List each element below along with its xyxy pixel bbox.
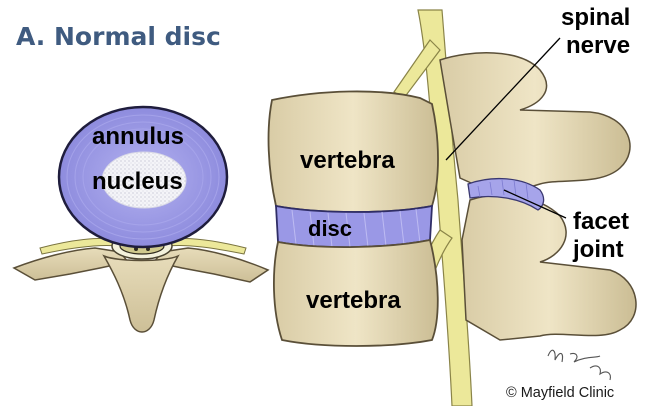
spinous-process-shape (104, 256, 178, 332)
spinal-nerve-label-line2: nerve (566, 34, 630, 58)
vertebra-top-label: vertebra (300, 149, 395, 173)
disc-label: disc (308, 218, 352, 240)
copyright-credit: © Mayfield Clinic (506, 385, 614, 401)
posterior-elements-shape (440, 53, 630, 196)
spinal-nerve-label-line1: spinal (561, 6, 630, 30)
annulus-label: annulus (92, 125, 184, 149)
figure-title: A. Normal disc (16, 22, 221, 51)
facet-joint-label-line1: facet (573, 210, 629, 234)
facet-joint-label-line2: joint (573, 238, 624, 262)
disc-shape (276, 206, 432, 247)
vertebra-bottom-label: vertebra (306, 289, 401, 313)
nucleus-label: nucleus (92, 170, 183, 194)
artist-signature (548, 350, 610, 380)
